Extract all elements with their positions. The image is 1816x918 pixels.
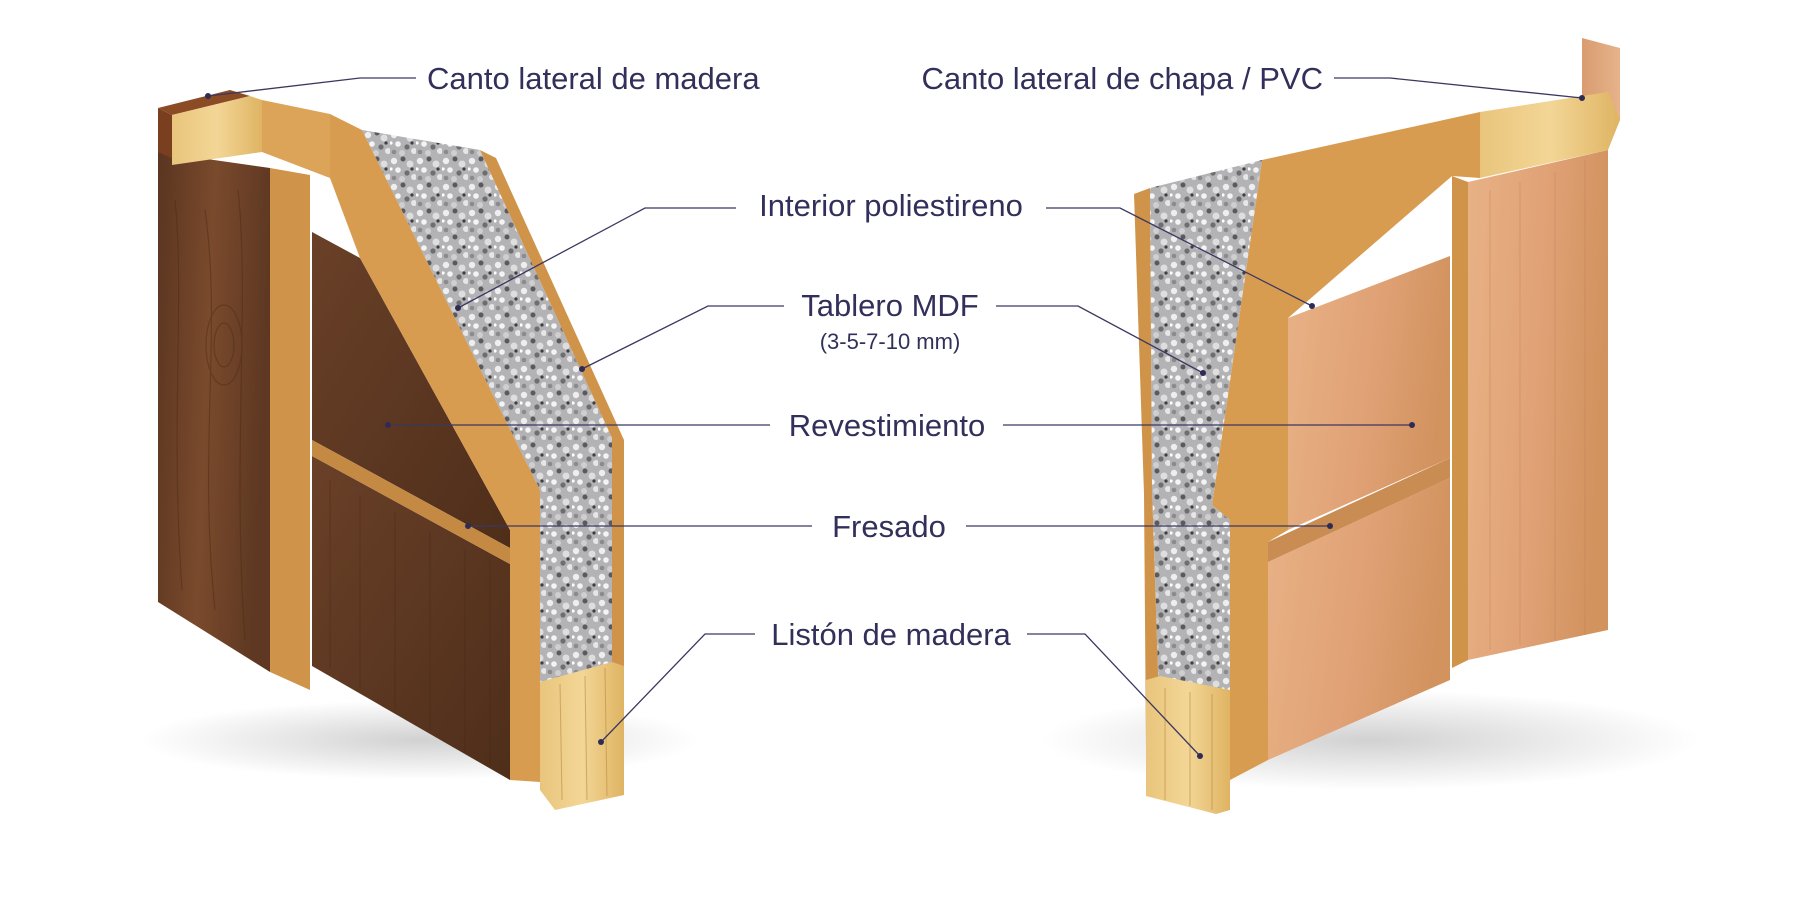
wood-strip bbox=[540, 662, 624, 810]
label-canto-madera: Canto lateral de madera bbox=[427, 61, 760, 96]
label-fresado: Fresado bbox=[832, 509, 946, 544]
cherry-outer-face bbox=[1468, 150, 1608, 660]
labels: Canto lateral de madera Canto lateral de… bbox=[427, 61, 1323, 652]
walnut-upper-panel bbox=[312, 232, 510, 548]
polystyrene-core bbox=[362, 130, 612, 782]
polystyrene-core-right bbox=[1150, 160, 1262, 732]
label-tablero-thickness: (3-5-7-10 mm) bbox=[820, 329, 961, 354]
walnut-outer-face bbox=[158, 152, 270, 672]
cherry-lower-panel bbox=[1268, 478, 1450, 760]
label-interior-poliestireno: Interior poliestireno bbox=[759, 188, 1023, 223]
left-door-section bbox=[140, 90, 700, 810]
label-tablero-mdf: Tablero MDF bbox=[801, 288, 978, 323]
wood-strip-right bbox=[1146, 676, 1230, 814]
wood-edge-strip bbox=[158, 90, 250, 115]
label-liston-madera: Listón de madera bbox=[771, 617, 1011, 652]
right-door-section bbox=[1040, 38, 1700, 814]
mdf-board-right bbox=[1212, 112, 1480, 780]
cherry-upper-panel bbox=[1288, 256, 1450, 530]
mdf-board bbox=[330, 114, 540, 782]
label-canto-chapa: Canto lateral de chapa / PVC bbox=[921, 61, 1323, 96]
label-revestimiento: Revestimiento bbox=[789, 408, 985, 443]
leader-lines bbox=[205, 77, 1585, 759]
